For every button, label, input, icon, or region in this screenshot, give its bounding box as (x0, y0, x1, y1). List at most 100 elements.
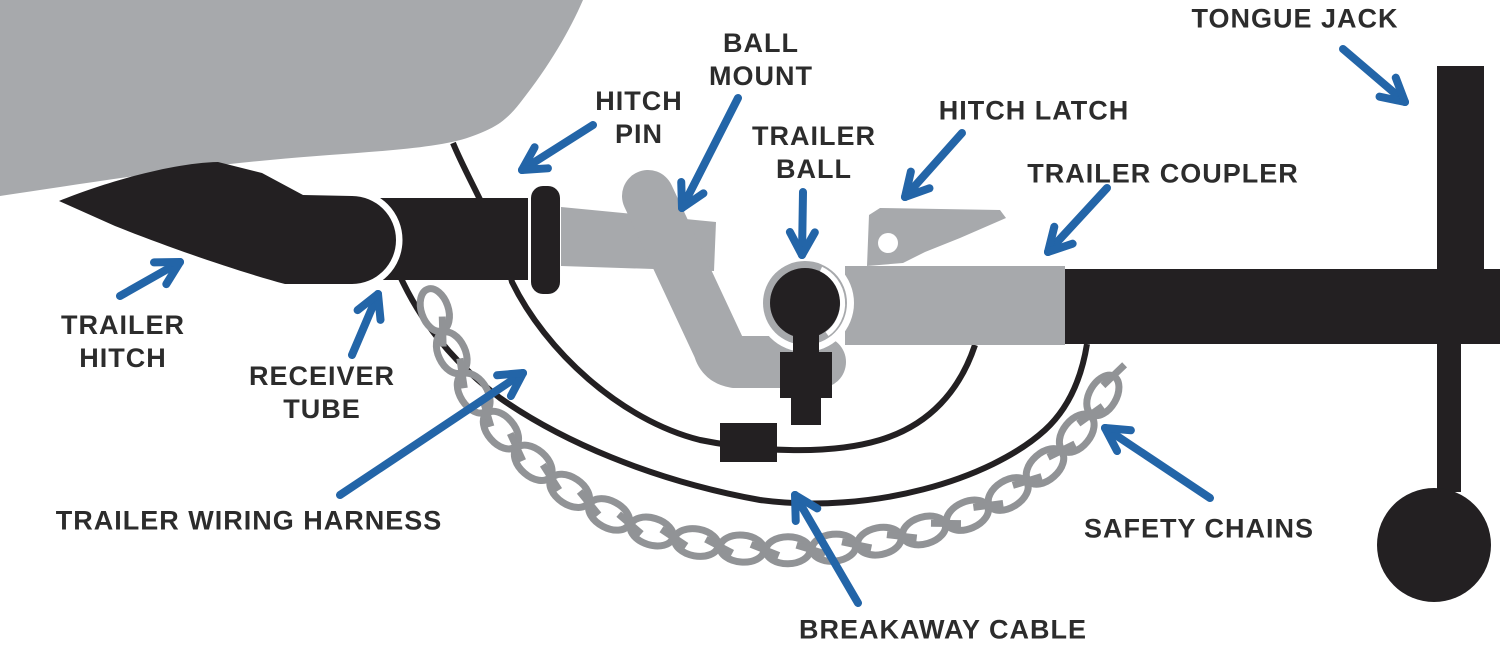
arrow-head (791, 491, 800, 525)
arrow-head (901, 184, 934, 201)
arrow-shaft (116, 258, 184, 300)
label-receiver-tube: RECEIVER TUBE (249, 360, 395, 426)
arrow-receiver-tube (348, 290, 385, 359)
label-line: HITCH (595, 86, 683, 116)
label-hitch-pin: HITCH PIN (595, 85, 683, 151)
label-trailer-coupler: TRAILER COUPLER (1027, 158, 1299, 191)
chain-link-joint (795, 541, 827, 558)
label-line: TRAILER COUPLER (1027, 158, 1299, 189)
chain-link (899, 512, 950, 549)
label-line: TRAILER WIRING HARNESS (55, 505, 443, 536)
tongue-jack-shape (1377, 66, 1491, 602)
trailer-hitch-shape (59, 162, 396, 284)
label-line: BALL (723, 28, 799, 58)
arrow-breakaway-cable (791, 491, 862, 607)
wiring-junction-box (720, 423, 777, 462)
chain-link-joint (456, 357, 468, 389)
arrow-tongue-jack (1339, 45, 1409, 106)
chain-link-joint (749, 541, 781, 559)
trailer-coupler-shape (845, 266, 1065, 345)
arrow-head (1044, 239, 1077, 256)
chain-link-joint (576, 489, 602, 517)
label-breakaway-cable: BREAKAWAY CABLE (799, 614, 1087, 647)
chain-link-joint (438, 316, 447, 347)
jack-wheel (1377, 488, 1491, 602)
ball-neck (793, 330, 819, 356)
arrow-head (518, 164, 552, 174)
label-line: TRAILER (752, 121, 876, 151)
ball-base-block (780, 352, 832, 398)
arrow-safety-chains (1101, 424, 1214, 502)
ball-gap-highlight (819, 266, 846, 337)
hitch-pin-shape (531, 186, 560, 294)
chain-link-joint (1011, 473, 1043, 489)
latch-pin-hole (878, 233, 898, 253)
arrow-head (1391, 73, 1409, 106)
hitch-latch-shape (867, 208, 1006, 266)
jack-post-lower (1437, 340, 1461, 492)
arrow-head (798, 228, 819, 259)
receiver-tube-shape (378, 198, 528, 280)
arrow-trailer-wiring-harness (336, 369, 527, 499)
chain-link-joint (972, 499, 1004, 511)
callout-arrows (116, 45, 1409, 607)
arrow-shaft (348, 290, 382, 359)
arrow-ball-mount (677, 94, 742, 212)
arrow-hitch-latch (901, 129, 966, 201)
chain-link-joint (704, 536, 735, 557)
arrow-trailer-coupler (1044, 184, 1111, 256)
chain-link-joint (1100, 362, 1128, 389)
chain-link-joint (659, 526, 689, 549)
label-line: HITCH LATCH (938, 95, 1130, 126)
safety-chain (416, 285, 1128, 568)
label-line: RECEIVER (248, 361, 396, 391)
arrow-trailer-ball (785, 188, 819, 259)
chain-link-joint (1076, 403, 1105, 427)
arrow-hitch-pin (518, 121, 597, 174)
arrow-shaft (1339, 45, 1409, 106)
label-safety-chains: SAFETY CHAINS (1084, 513, 1314, 546)
label-line: PIN (614, 119, 663, 149)
arrow-shaft (678, 94, 742, 212)
arrow-head (1101, 424, 1122, 456)
vehicle-underbody (0, 0, 583, 196)
trailer-tongue-beam (1063, 269, 1500, 344)
jack-post-upper (1437, 66, 1484, 344)
label-trailer-wiring-harness: TRAILER WIRING HARNESS (56, 505, 443, 538)
label-line: TUBE (283, 394, 361, 424)
chain-link-joint (507, 431, 526, 463)
arrow-head (353, 290, 382, 315)
label-trailer-ball: TRAILER BALL (752, 120, 876, 186)
label-line: MOUNT (709, 61, 813, 91)
label-hitch-latch: HITCH LATCH (939, 95, 1129, 128)
arrow-shaft (791, 491, 862, 607)
arrow-shaft (1044, 184, 1111, 256)
label-ball-mount: BALL MOUNT (709, 27, 813, 93)
ball-mount-shape (622, 170, 846, 388)
chain-link (854, 523, 905, 559)
chain-link-joint (1046, 440, 1077, 461)
arrow-shaft (1101, 424, 1214, 502)
chain-link-joint (841, 538, 873, 552)
chain-link-joint (886, 531, 918, 542)
trailer-ball-shape (770, 268, 840, 338)
arrow-shaft (336, 369, 527, 499)
label-tongue-jack: TONGUE JACK (1191, 3, 1398, 36)
label-line: BREAKAWAY CABLE (798, 614, 1088, 645)
chain-link (416, 285, 453, 335)
arrow-shaft (798, 188, 807, 259)
label-line: HITCH (79, 343, 167, 373)
label-line: TRAILER (61, 310, 185, 340)
label-line: BALL (776, 154, 852, 184)
arrow-head (678, 189, 708, 212)
chain-link-joint (616, 511, 644, 537)
label-line: TONGUE JACK (1191, 3, 1399, 34)
arrow-head (493, 369, 527, 380)
arrow-trailer-hitch (116, 258, 184, 300)
arrow-shaft (901, 129, 966, 201)
label-trailer-hitch: TRAILER HITCH (61, 309, 185, 375)
ball-base-stem (791, 396, 821, 425)
label-line: SAFETY CHAINS (1083, 513, 1315, 544)
